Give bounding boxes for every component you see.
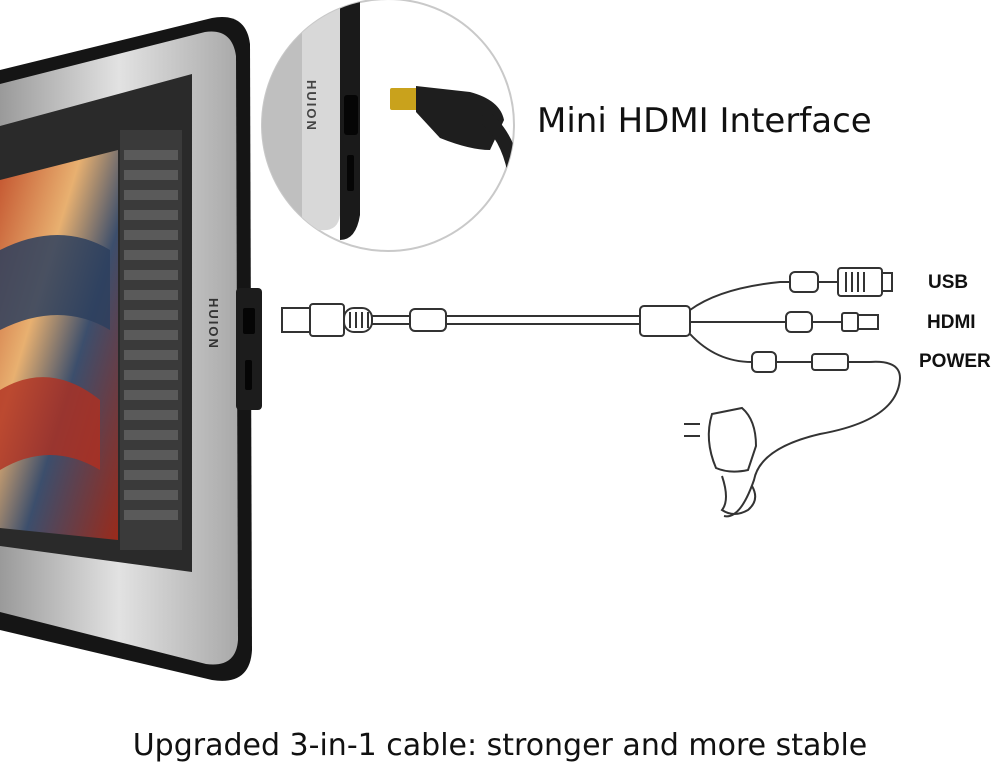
power-barrel-plug [811, 353, 849, 371]
three-in-one-cable [281, 267, 902, 518]
main-plug-housing [309, 303, 345, 337]
cable-label-power: POWER [919, 351, 991, 372]
cable-splitter [639, 305, 691, 337]
side-port-block [236, 288, 262, 410]
usb-plug-body [837, 267, 883, 297]
main-ferrite-bead [409, 308, 447, 332]
power-ferrite-bead [751, 351, 777, 373]
hdmi-plug-tip [857, 314, 879, 330]
usb-branch-line [689, 281, 790, 311]
callout-frame-silver [302, 0, 340, 231]
power-cord [723, 360, 902, 518]
cable-label-usb: USB [928, 272, 968, 293]
artwork-whale [0, 235, 110, 330]
callout-mini-hdmi-port [344, 95, 358, 135]
main-cable-line [372, 315, 640, 325]
callout-title: Mini HDMI Interface [537, 101, 872, 141]
power-adapter-body [707, 406, 758, 473]
main-plug-tip [281, 307, 311, 333]
power-adapter-coil [720, 475, 757, 515]
mini-hdmi-plug-tip [390, 88, 418, 110]
callout-frame-edge [262, 0, 302, 251]
callout-power-port [347, 155, 354, 191]
pen-display-tablet: HUION [0, 17, 262, 681]
usb-plug-ridges [845, 272, 865, 292]
port-callout: HUION [261, 0, 515, 252]
screen-artwork [0, 150, 118, 540]
cable-label-hdmi: HDMI [927, 312, 976, 333]
hdmi-port [243, 308, 255, 334]
usb-ferrite-bead [789, 271, 819, 293]
artwork-figure [0, 377, 100, 470]
callout-brand-logo: HUION [304, 80, 319, 132]
hdmi-plug-body [841, 312, 859, 332]
power-adapter-prongs [684, 423, 700, 437]
power-branch-line [689, 333, 753, 363]
caption: Upgraded 3-in-1 cable: stronger and more… [133, 728, 868, 763]
hdmi-ferrite-bead [785, 311, 813, 333]
mini-hdmi-cable [481, 113, 514, 187]
power-port [245, 360, 252, 390]
main-plug-ridges [349, 312, 369, 328]
layer-rows [124, 150, 178, 520]
usb-plug-tip [881, 272, 893, 292]
mini-hdmi-plug-body [416, 86, 504, 150]
brand-logo: HUION [206, 298, 221, 350]
